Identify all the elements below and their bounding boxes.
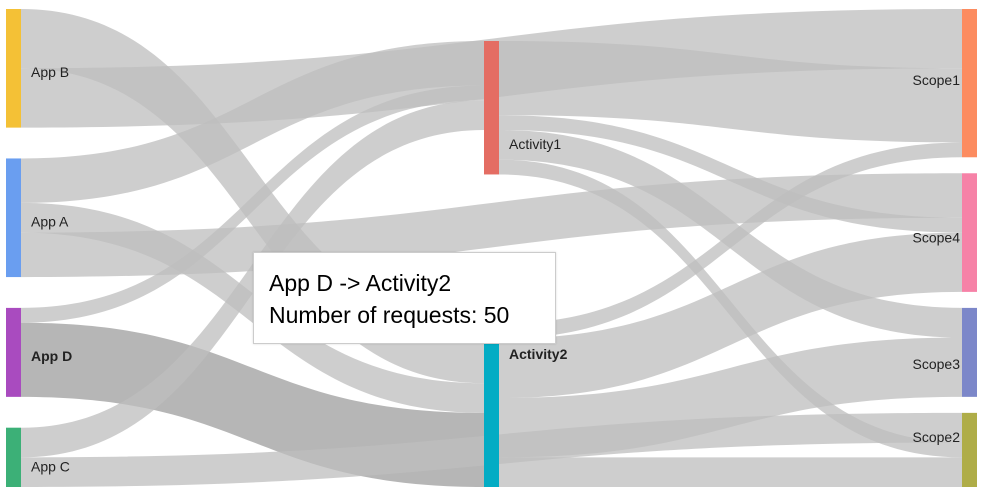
node-label-scope4: Scope4 (913, 229, 961, 245)
link-app-c-to-activity1[interactable] (21, 100, 484, 458)
node-activity2[interactable] (484, 323, 499, 487)
node-scope1[interactable] (962, 9, 977, 158)
node-app-d[interactable] (6, 307, 21, 397)
link-app-a-to-activity1[interactable] (21, 41, 484, 203)
tooltip-title: App D -> Activity2 (269, 270, 452, 296)
node-app-a[interactable] (6, 158, 21, 278)
link-activity1-to-scope4[interactable] (499, 115, 962, 233)
link-activity2-to-scope2[interactable] (499, 457, 962, 487)
node-label-app-a: App A (31, 213, 69, 229)
link-activity1-to-scope1[interactable] (499, 41, 962, 143)
link-activity2-to-scope4[interactable] (499, 232, 962, 399)
link-activity2-to-scope1[interactable] (499, 142, 962, 339)
link-app-d-to-activity1[interactable] (21, 85, 484, 323)
link-tooltip: App D -> Activity2 Number of requests: 5… (253, 252, 556, 344)
node-label-activity1: Activity1 (509, 136, 561, 152)
node-scope3[interactable] (962, 307, 977, 397)
link-activity2-to-scope3[interactable] (499, 337, 962, 458)
node-app-b[interactable] (6, 9, 21, 128)
node-label-app-c: App C (31, 459, 70, 475)
node-scope4[interactable] (962, 173, 977, 292)
node-label-activity2: Activity2 (509, 346, 568, 362)
sankey-nodes (6, 9, 977, 487)
node-scope2[interactable] (962, 412, 977, 487)
link-app-a-to-activity2[interactable] (21, 202, 484, 413)
tooltip-value: Number of requests: 50 (269, 302, 510, 328)
node-label-app-b: App B (31, 64, 69, 80)
link-app-a-to-scope4[interactable] (21, 173, 962, 278)
node-activity1[interactable] (484, 41, 499, 175)
node-label-app-d: App D (31, 348, 72, 364)
node-app-c[interactable] (6, 427, 21, 487)
node-label-scope3: Scope3 (913, 356, 961, 372)
node-label-scope2: Scope2 (913, 429, 961, 445)
link-app-b-to-activity2[interactable] (21, 9, 484, 384)
node-label-scope1: Scope1 (913, 72, 961, 88)
